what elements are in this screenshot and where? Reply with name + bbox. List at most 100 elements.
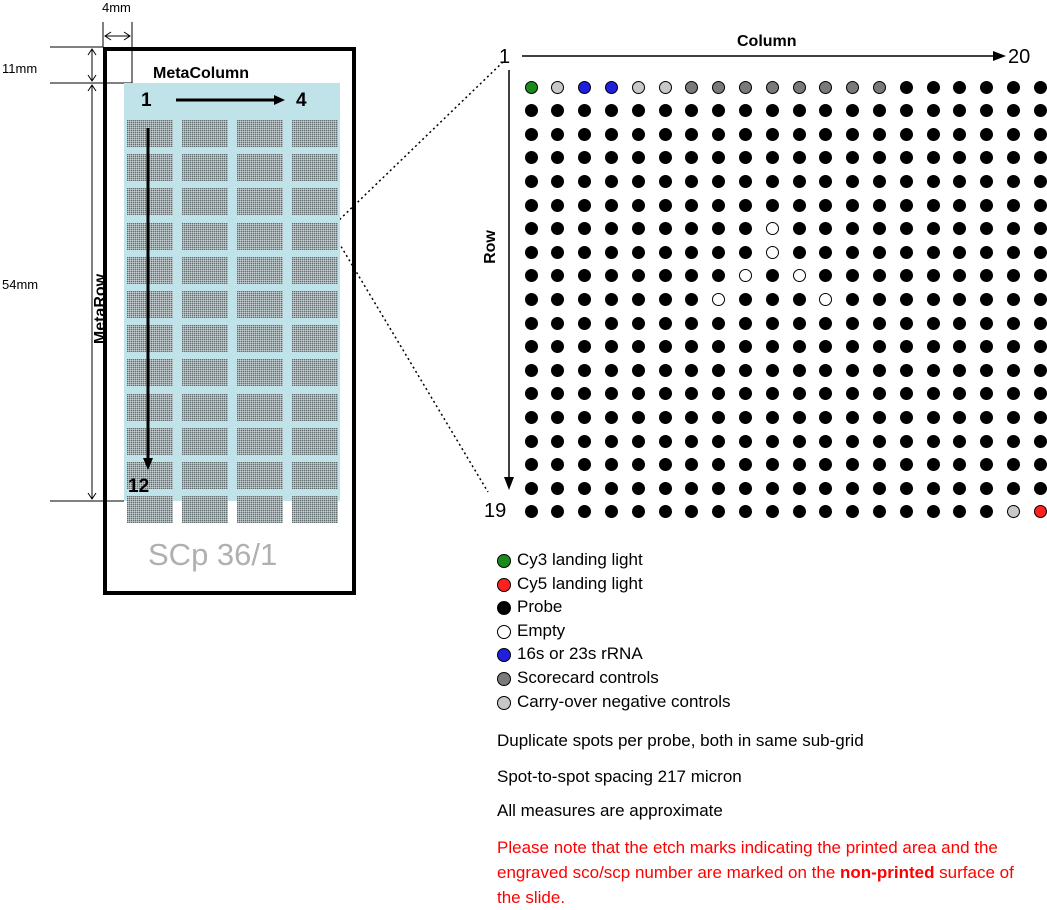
spot-probe [980,505,994,519]
sub-grid-block [127,393,173,421]
spot-probe [738,292,752,306]
sub-grid-block [127,154,173,182]
sub-grid-block [127,256,173,284]
spot-probe [631,222,645,236]
spot-probe [899,269,913,283]
sub-grid-block [127,496,173,524]
top-offset-dimension-label: 11mm [2,61,38,76]
spot-probe [846,245,860,259]
spot-probe [604,127,618,141]
spot-probe [792,198,806,212]
spot-probe [846,174,860,188]
spot-probe [872,151,886,165]
spot-probe [792,410,806,424]
spot-probe [792,292,806,306]
sub-grid-block [237,496,283,524]
spot-probe [899,410,913,424]
printed-height-dimension-label: 54mm [2,277,39,292]
spot-probe [846,151,860,165]
sub-grid-block [182,393,228,421]
spot-probe [926,198,940,212]
width-dimension-label: 4mm [102,0,131,15]
legend-label: Carry-over negative controls [517,691,731,711]
spot-probe [1006,245,1020,259]
spot-probe [899,481,913,495]
spot-probe [712,434,726,448]
spot-probe [926,340,940,354]
spot-probe [872,245,886,259]
spot-probe [819,198,833,212]
legend-swatch [497,554,511,568]
spot-probe [926,458,940,472]
spot-probe [872,174,886,188]
spot-probe [524,340,538,354]
spot-probe [658,434,672,448]
spot-probe [685,245,699,259]
sub-grid-block [237,325,283,353]
spot-probe [658,269,672,283]
spot-probe [738,245,752,259]
spot-probe [1006,198,1020,212]
spot-probe [631,387,645,401]
spot-probe [1033,458,1047,472]
spot-probe [953,80,967,94]
spot-probe [738,434,752,448]
spot-probe [604,174,618,188]
spot-probe [658,104,672,118]
spot-scorecard-controls [685,80,699,94]
spot-probe [953,269,967,283]
spot-probe [712,245,726,259]
sub-grid-block [182,359,228,387]
spot-probe [738,505,752,519]
spot-probe [819,434,833,448]
spot-scorecard-controls [872,80,886,94]
spot-probe [872,127,886,141]
spot-probe [631,198,645,212]
sub-grid-block [292,427,338,455]
spot-carry-over-negative-controls [631,80,645,94]
spot-cy3-landing-light [524,80,538,94]
spot-probe [980,387,994,401]
spot-probe [524,316,538,330]
spot-probe [980,222,994,236]
spot-probe [899,80,913,94]
spot-probe [953,245,967,259]
spot-probe [980,434,994,448]
spot-probe [846,434,860,448]
spot-probe [899,363,913,377]
spot-probe [899,340,913,354]
spot-probe [792,481,806,495]
spot-probe [658,363,672,377]
spot-probe [604,481,618,495]
spot-probe [1033,80,1047,94]
spot-probe [578,387,592,401]
spot-probe [846,387,860,401]
sub-grid-block [182,154,228,182]
sub-grid-block [292,154,338,182]
spot-probe [738,410,752,424]
spot-probe [819,387,833,401]
spot-probe [846,104,860,118]
sub-grid-block [292,222,338,250]
spot-probe [765,292,779,306]
spot-probe [658,458,672,472]
spot-probe [658,316,672,330]
spot-probe [1006,174,1020,188]
spot-probe [1033,481,1047,495]
spot-probe [658,127,672,141]
spot-probe [872,340,886,354]
spot-probe [738,387,752,401]
spot-probe [872,458,886,472]
spot-probe [872,222,886,236]
spot-scorecard-controls [792,80,806,94]
spot-probe [658,481,672,495]
spot-probe [685,458,699,472]
spot-probe [685,481,699,495]
legend-swatch [497,695,511,710]
sub-grid-block [237,222,283,250]
spot-probe [765,387,779,401]
spot-probe [551,269,565,283]
spot-probe [792,340,806,354]
spot-probe [926,222,940,236]
spot-probe [604,269,618,283]
